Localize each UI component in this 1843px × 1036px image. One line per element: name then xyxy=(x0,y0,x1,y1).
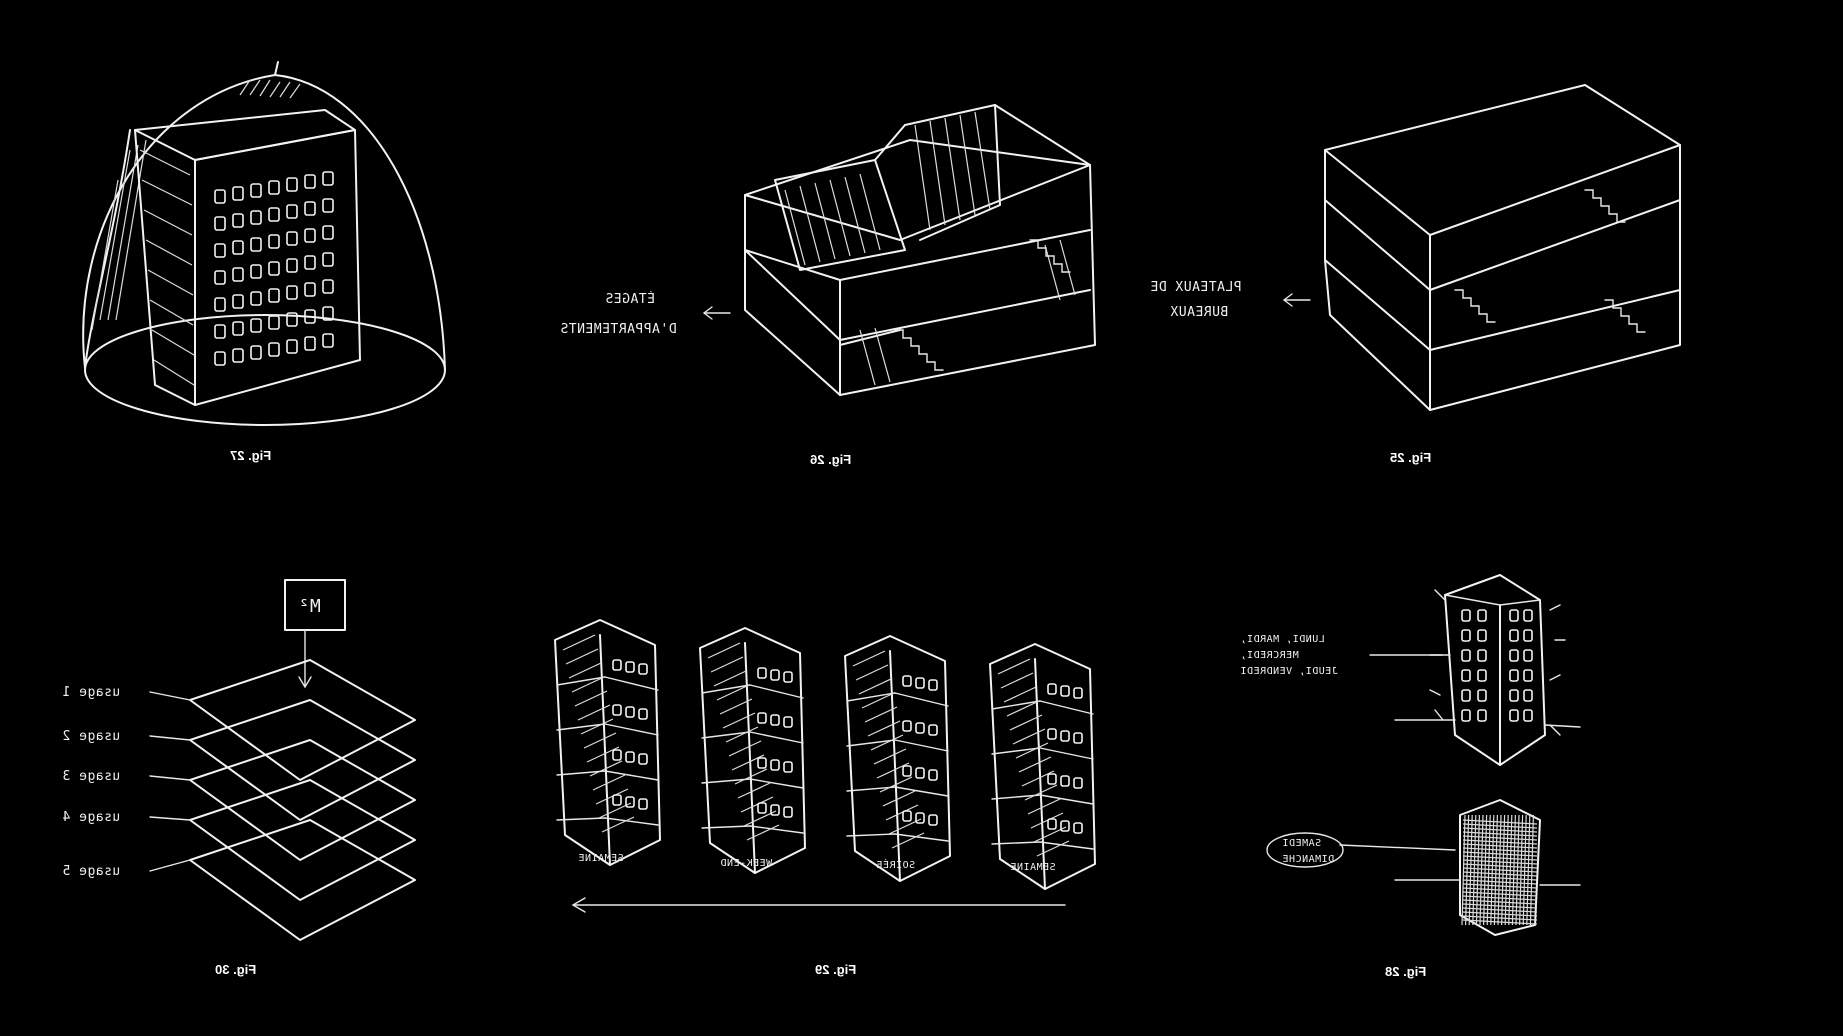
fig28-drawing xyxy=(1266,574,1581,936)
fig26-caption: Fig. 26 xyxy=(810,452,852,467)
fig29-label-soiree: SOIRÉE xyxy=(876,860,916,871)
fig30-m2-box-label: M² xyxy=(298,596,321,617)
fig30-usage-2: usage 2 xyxy=(62,729,121,744)
fig30-usage-5: usage 5 xyxy=(62,864,121,879)
fig28-caption: Fig. 28 xyxy=(1385,964,1427,979)
fig29-label-semaine-left: SEMAINE xyxy=(578,853,624,864)
fig26-note-line1: ÉTAGES xyxy=(605,292,655,307)
fig29-drawing xyxy=(554,619,1096,913)
fig30-caption: Fig. 30 xyxy=(215,962,257,977)
fig25-note-line1: PLATEAUX DE xyxy=(1150,280,1242,295)
fig30-usage-1: usage 1 xyxy=(62,685,121,700)
fig30-usage-3: usage 3 xyxy=(62,769,121,784)
fig27-caption: Fig. 27 xyxy=(230,448,272,463)
fig25-note-line2: BUREAUX xyxy=(1170,305,1229,320)
fig25-caption: Fig. 25 xyxy=(1390,450,1432,465)
fig26-note-line2: D'APPARTEMENTS xyxy=(560,322,677,337)
fig28-weekday-note: LUNDI, MARDI, MERCREDI, JEUDI, VENDREDI xyxy=(1240,634,1338,677)
fig25-drawing xyxy=(1282,84,1681,411)
fig26-drawing xyxy=(702,104,1096,396)
fig30-drawing xyxy=(149,579,416,941)
fig28-weekend-note: SAMEDI DIMANCHE xyxy=(1282,838,1335,865)
fig27-drawing xyxy=(82,61,446,426)
fig29-label-semaine-right: SEMAINE xyxy=(1010,862,1056,873)
fig29-label-week-end: WEEK-END xyxy=(720,858,773,869)
fig29-caption: Fig. 29 xyxy=(815,962,857,977)
fig30-usage-4: usage 4 xyxy=(62,810,121,825)
